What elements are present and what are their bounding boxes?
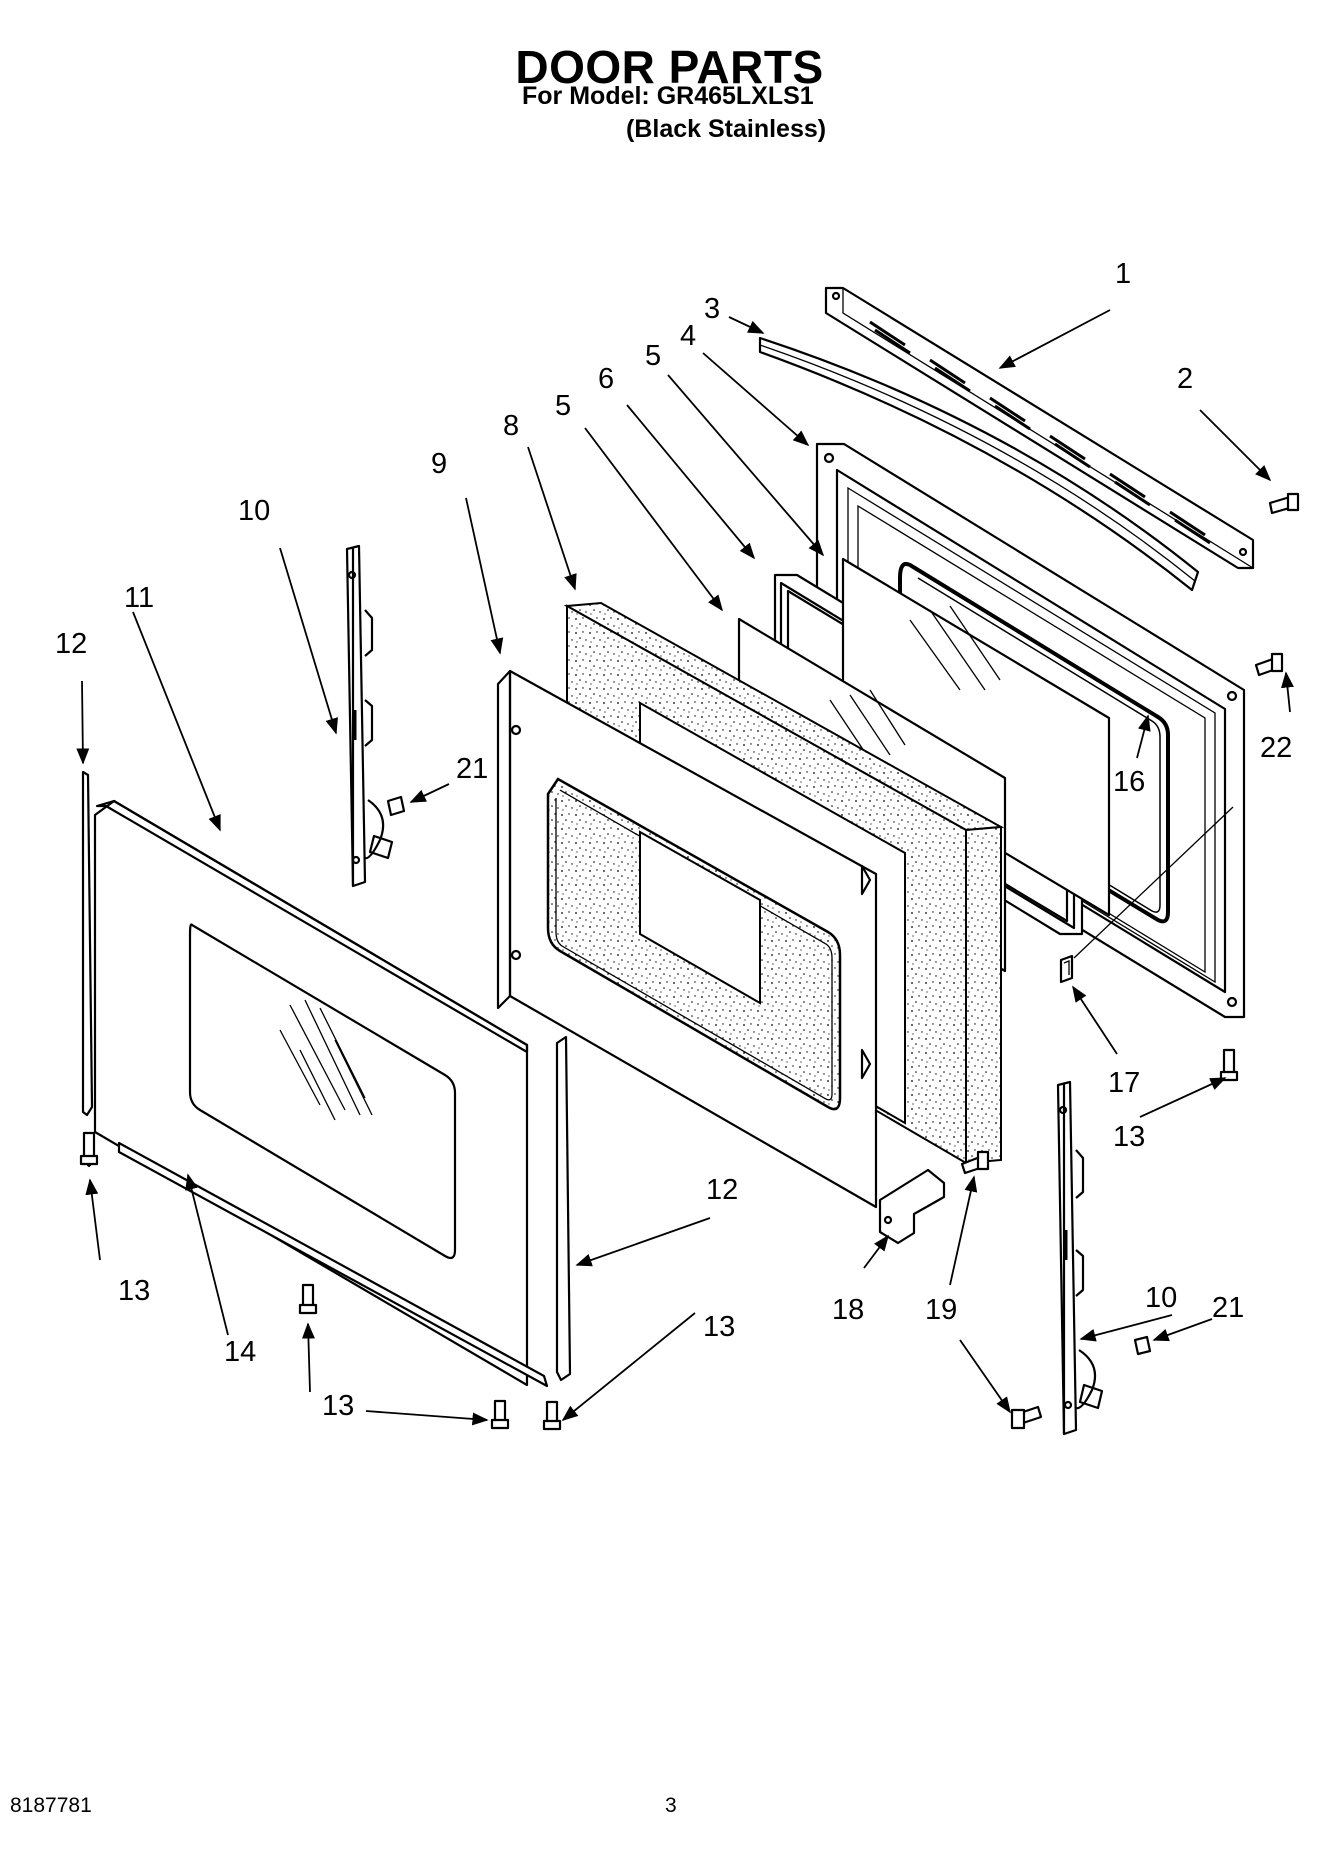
part-10-right-hinge bbox=[1056, 1080, 1104, 1436]
page-title: DOOR PARTS bbox=[515, 41, 824, 93]
part-9-door-frame bbox=[496, 669, 878, 1209]
part-13-screw-bottom-b bbox=[542, 1400, 562, 1431]
callout-2: 2 bbox=[1177, 363, 1193, 395]
callout-14: 14 bbox=[224, 1336, 256, 1368]
callout-numbers: 1 2 3 4 5 6 5 8 9 10 11 12 21 22 16 17 1… bbox=[55, 258, 1292, 1422]
part-13-screw-mid bbox=[298, 1283, 318, 1315]
page-number: 3 bbox=[665, 1794, 677, 1817]
part-21-clip-right bbox=[1133, 1335, 1152, 1356]
part-12-left-side-trim bbox=[81, 770, 94, 1117]
callout-10: 10 bbox=[238, 495, 270, 527]
part-21-clip-left bbox=[386, 795, 406, 817]
part-14-bottom-trim bbox=[117, 1141, 549, 1388]
part-22-screw bbox=[1254, 652, 1284, 677]
callout-11: 11 bbox=[124, 582, 154, 614]
variant-line: (Black Stainless) bbox=[626, 115, 827, 143]
part-17-bracket bbox=[1059, 954, 1074, 984]
callout-13: 13 bbox=[322, 1390, 354, 1422]
callout-4: 4 bbox=[680, 320, 696, 352]
part-2-screw bbox=[1268, 492, 1300, 515]
part-18-hinge-receiver bbox=[878, 1168, 946, 1245]
part-10-left-hinge bbox=[345, 544, 394, 888]
callout-3: 3 bbox=[704, 293, 720, 325]
callout-8: 8 bbox=[503, 410, 519, 442]
part-16-door-gasket bbox=[898, 561, 1170, 924]
leader-lines bbox=[76, 309, 1294, 1426]
callout-6: 6 bbox=[598, 363, 614, 395]
callout-5: 5 bbox=[645, 340, 661, 372]
callout-18: 18 bbox=[832, 1294, 864, 1326]
callout-5: 5 bbox=[555, 390, 571, 422]
part-12-right-side-trim bbox=[555, 1035, 572, 1382]
part-13-screw-bottom-a bbox=[490, 1399, 510, 1430]
callout-1: 1 bbox=[1115, 258, 1131, 290]
callout-13: 13 bbox=[703, 1311, 735, 1343]
part-13-screw-right bbox=[1219, 1048, 1239, 1082]
callout-9: 9 bbox=[431, 448, 447, 480]
callout-13: 13 bbox=[1113, 1121, 1145, 1153]
callout-10: 10 bbox=[1145, 1282, 1177, 1314]
part-11-outer-door-panel bbox=[93, 799, 529, 1387]
callout-21: 21 bbox=[456, 753, 488, 785]
callout-19: 19 bbox=[925, 1294, 957, 1326]
part-19-screw-lower bbox=[1010, 1405, 1043, 1430]
callout-17: 17 bbox=[1108, 1067, 1140, 1099]
callout-12: 12 bbox=[706, 1174, 738, 1206]
callout-12: 12 bbox=[55, 628, 87, 660]
part-1-vent-trim bbox=[824, 286, 1255, 570]
callout-16: 16 bbox=[1113, 766, 1145, 798]
callout-13: 13 bbox=[118, 1275, 150, 1307]
document-number: 8187781 bbox=[10, 1794, 92, 1817]
part-19-screw-upper bbox=[960, 1150, 990, 1175]
callout-21: 21 bbox=[1212, 1292, 1244, 1324]
model-line: For Model: GR465LXLS1 bbox=[522, 82, 814, 110]
part-13-screw-left bbox=[79, 1131, 99, 1168]
part-3-door-handle bbox=[758, 336, 1200, 592]
callout-22: 22 bbox=[1260, 732, 1292, 764]
